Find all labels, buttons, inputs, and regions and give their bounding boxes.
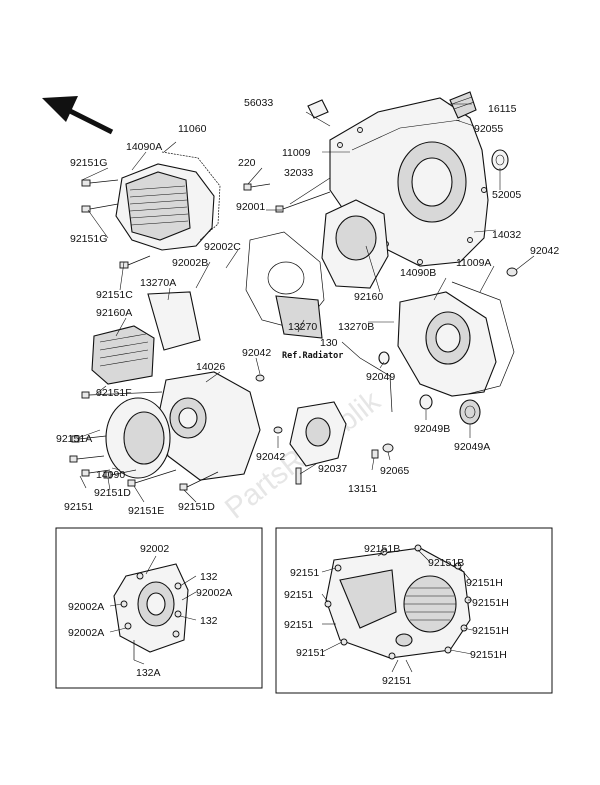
inset-right-leaders (321, 549, 473, 673)
hose-130 (359, 357, 393, 413)
bolt-13151 (371, 449, 379, 459)
pin-92037 (295, 467, 302, 485)
cover-13270 (275, 295, 323, 339)
label-92151F: 92151F (96, 387, 132, 399)
label-92055: 92055 (474, 123, 503, 135)
inset-label-92151H-1: 92151H (466, 577, 503, 589)
label-92049A: 92049A (454, 441, 490, 453)
label-92151A: 92151A (56, 433, 92, 445)
label-92160: 92160 (354, 291, 383, 303)
label-14090A: 14090A (126, 141, 162, 153)
inset-label-92002A-right: 92002A (196, 587, 232, 599)
cap-16115 (449, 91, 477, 119)
inset-label-92151-5: 92151 (382, 675, 411, 687)
label-16115: 16115 (488, 103, 517, 115)
label-11009A: 11009A (456, 257, 491, 269)
inset-label-92151H-3: 92151H (472, 625, 509, 637)
cover-14026 (157, 371, 261, 481)
seal-92049B (419, 394, 433, 410)
leader-lines (77, 103, 535, 503)
label-ref-radiator: Ref.Radiator (282, 350, 343, 361)
label-92049: 92049 (366, 371, 395, 383)
seal-92049 (378, 351, 390, 365)
label-92037: 92037 (318, 463, 347, 475)
label-92049B: 92049B (414, 423, 450, 435)
generator-cover-14090A (115, 163, 215, 251)
label-220: 220 (238, 157, 256, 169)
water-pump-cover (289, 401, 347, 467)
label-92151G-bottom: 92151G (70, 233, 107, 245)
label-92065: 92065 (380, 465, 409, 477)
bolt-92151G (81, 179, 151, 269)
label-92160A: 92160A (96, 307, 132, 319)
label-56033 (307, 99, 329, 119)
label-92151E: 92151E (128, 505, 164, 517)
front-direction-arrow-icon (42, 96, 114, 135)
inset-label-92151-1: 92151 (290, 567, 319, 579)
label-14090B: 14090B (400, 267, 436, 279)
inset-label-92151B-b: 92151B (428, 557, 464, 569)
cover-14090 (105, 397, 171, 479)
inset-label-92002A-left1: 92002A (68, 601, 104, 613)
label-92042-bottom: 92042 (256, 451, 285, 463)
inset-left-leaders (109, 555, 197, 665)
label-13151: 13151 (348, 483, 377, 495)
label-14026: 14026 (196, 361, 225, 373)
label-92151D-right: 92151D (178, 501, 215, 513)
plug-92042 (506, 267, 518, 277)
inset-label-92151-2: 92151 (284, 589, 313, 601)
label-14090: 14090 (96, 469, 125, 481)
washer-92065 (382, 443, 394, 453)
label-92042-right: 92042 (530, 245, 559, 257)
inset-box-right (275, 527, 553, 694)
bolt-220 (243, 183, 331, 213)
label-92002C: 92002C (204, 241, 241, 253)
inset-label-132-a: 132 (200, 571, 218, 583)
label-32033: 32033 (284, 167, 313, 179)
label-14032: 14032 (492, 229, 521, 241)
label-92151D-left: 92151D (94, 487, 131, 499)
dowel-92042-b (273, 426, 283, 434)
inset-label-92151H-2: 92151H (472, 597, 509, 609)
dowel-92042 (255, 374, 265, 382)
label-13270: 13270 (288, 321, 317, 333)
inset-label-92002A-left2: 92002A (68, 627, 104, 639)
plate-13270A (147, 291, 201, 351)
label-13270A: 13270A (140, 277, 176, 289)
label-92042-middle: 92042 (242, 347, 271, 359)
label-56033: 56033 (244, 97, 273, 109)
label-11009: 11009 (282, 147, 311, 159)
label-92151: 92151 (64, 501, 93, 513)
inset-label-92151B-a: 92151B (364, 543, 400, 555)
inset-right-grille (403, 575, 457, 633)
label-92001: 92001 (236, 201, 265, 213)
bolt-92151-group (69, 391, 219, 491)
inset-label-132A: 132A (136, 667, 161, 679)
label-13270B: 13270B (338, 321, 374, 333)
label-130: 130 (320, 337, 338, 349)
side-cover-14090B (397, 291, 497, 397)
part-labels: 56033 16115 92055 11060 11009 14090A 220… (56, 97, 559, 687)
gasket-11009A (451, 281, 515, 395)
label-92151G-top: 92151G (70, 157, 107, 169)
label-92002B: 92002B (172, 257, 208, 269)
inset-label-92151-4: 92151 (296, 647, 325, 659)
inset-right-clutch-cover (324, 544, 472, 660)
inset-box-left (55, 527, 263, 689)
cover-plate-14032 (321, 199, 389, 289)
inset-label-92002: 92002 (140, 543, 169, 555)
seal-52005 (491, 149, 509, 171)
gasket-11060 (161, 151, 221, 241)
inset-left-cover (113, 563, 189, 660)
label-52005: 52005 (492, 189, 521, 201)
label-92151C: 92151C (96, 289, 133, 301)
heatsink-92160A (91, 325, 155, 385)
inset-label-132-b: 132 (200, 615, 218, 627)
label-11060: 11060 (178, 123, 207, 135)
seal-92049A (459, 399, 481, 425)
inset-label-92151-3: 92151 (284, 619, 313, 631)
inset-label-92151H-4: 92151H (470, 649, 507, 661)
